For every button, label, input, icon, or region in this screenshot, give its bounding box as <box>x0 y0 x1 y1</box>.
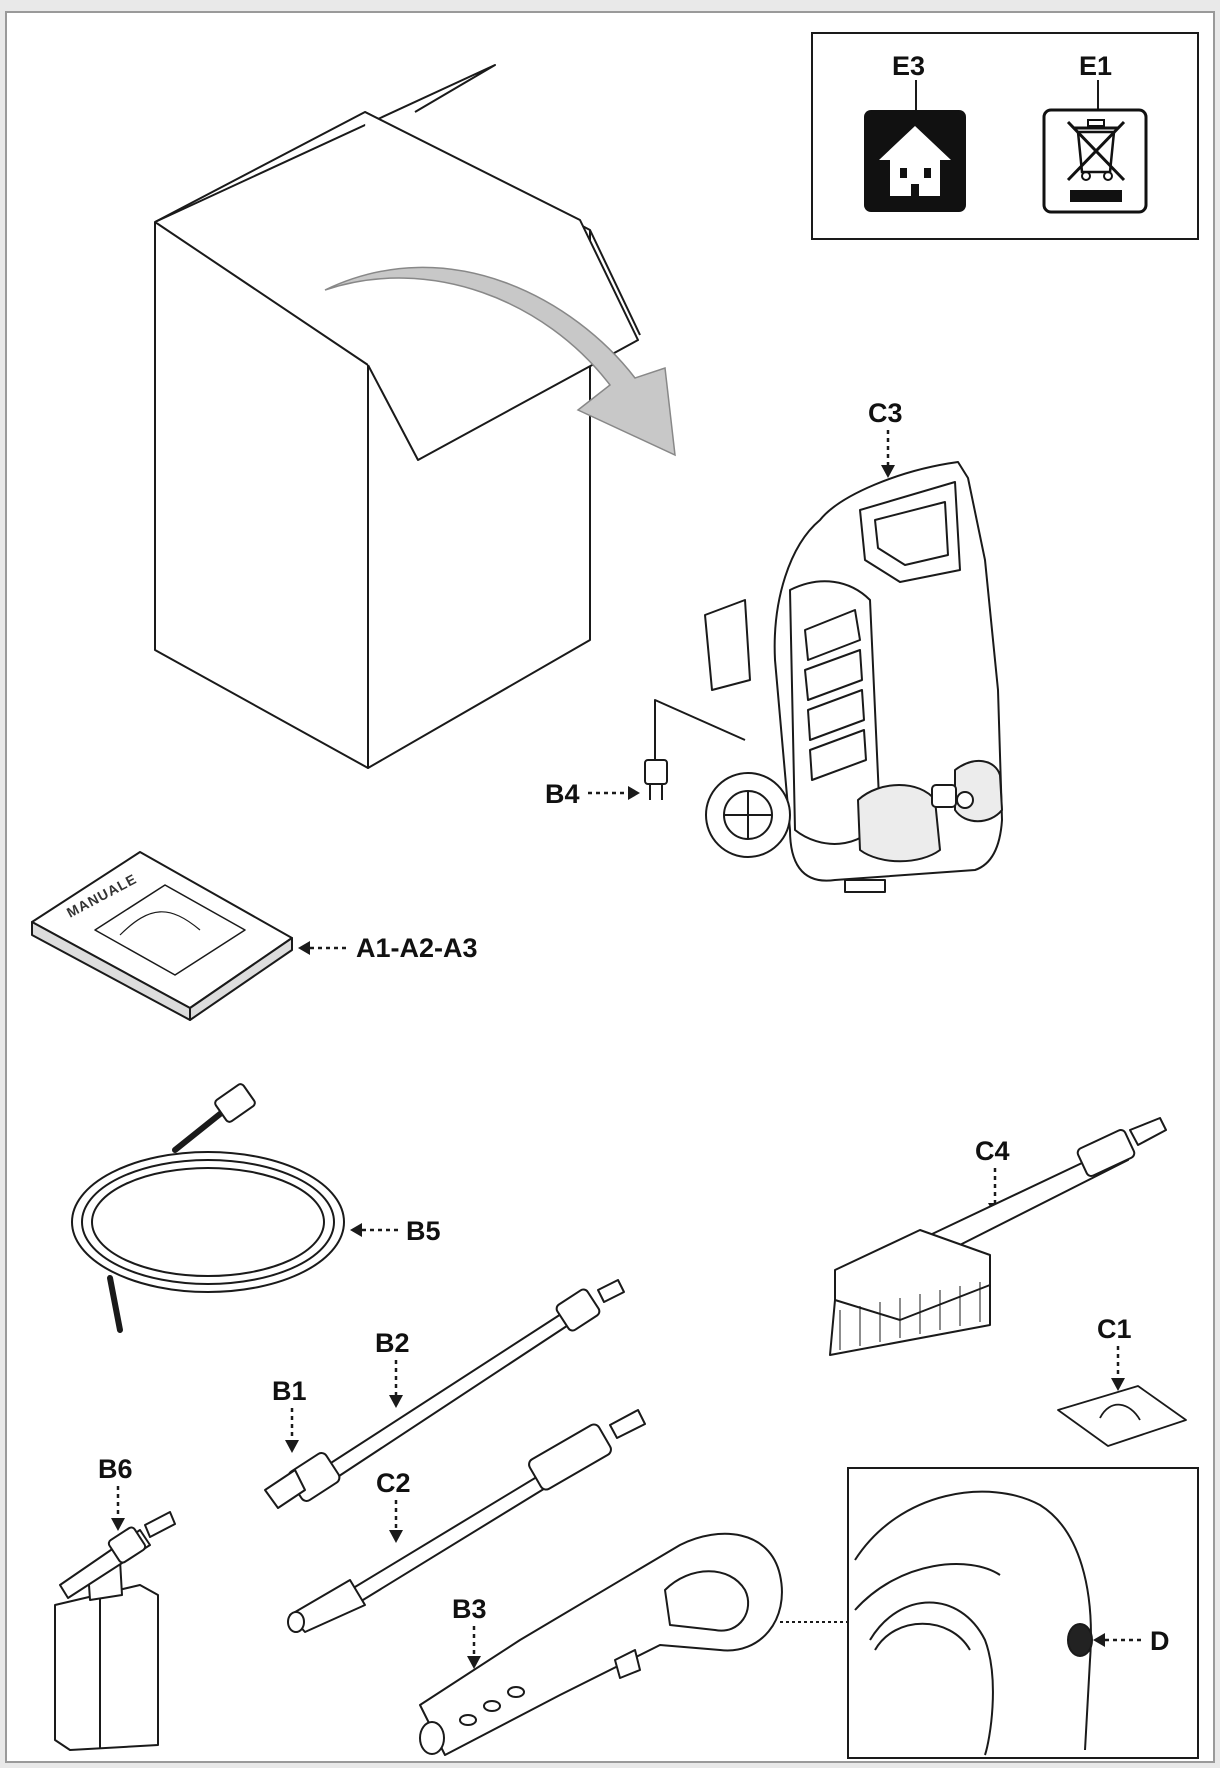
label-c2: C2 <box>376 1468 411 1498</box>
label-b3: B3 <box>452 1594 487 1624</box>
label-b5: B5 <box>406 1216 441 1246</box>
foam-bottle <box>54 1511 176 1751</box>
label-d: D <box>1150 1626 1170 1656</box>
label-b2: B2 <box>375 1328 410 1358</box>
label-b6: B6 <box>98 1454 133 1484</box>
label-a1-a2-a3: A1-A2-A3 <box>356 933 478 963</box>
label-e3: E3 <box>892 51 925 81</box>
label-c3: C3 <box>868 398 903 428</box>
high-pressure-hose <box>71 1107 345 1333</box>
manual-booklet: MANUALE <box>31 851 293 1021</box>
rotating-brush <box>829 1117 1167 1356</box>
hose-connector <box>214 1083 256 1123</box>
crossed-out-wheelie-bin-icon <box>1042 108 1148 214</box>
detail-box <box>847 1467 1199 1759</box>
label-b4: B4 <box>545 779 580 809</box>
label-b1: B1 <box>272 1376 307 1406</box>
label-e1: E1 <box>1079 51 1112 81</box>
unbox-arrow <box>324 266 676 457</box>
lance-b2 <box>264 1279 625 1509</box>
label-c4: C4 <box>975 1136 1010 1166</box>
spray-gun <box>419 1532 783 1756</box>
sachet-c1 <box>1057 1385 1187 1447</box>
house-indoor-use-icon <box>864 110 966 212</box>
gun-detail-view <box>854 1490 1093 1756</box>
lance-c2 <box>287 1409 646 1633</box>
pressure-washer-unit <box>644 461 1003 893</box>
label-c1: C1 <box>1097 1314 1132 1344</box>
